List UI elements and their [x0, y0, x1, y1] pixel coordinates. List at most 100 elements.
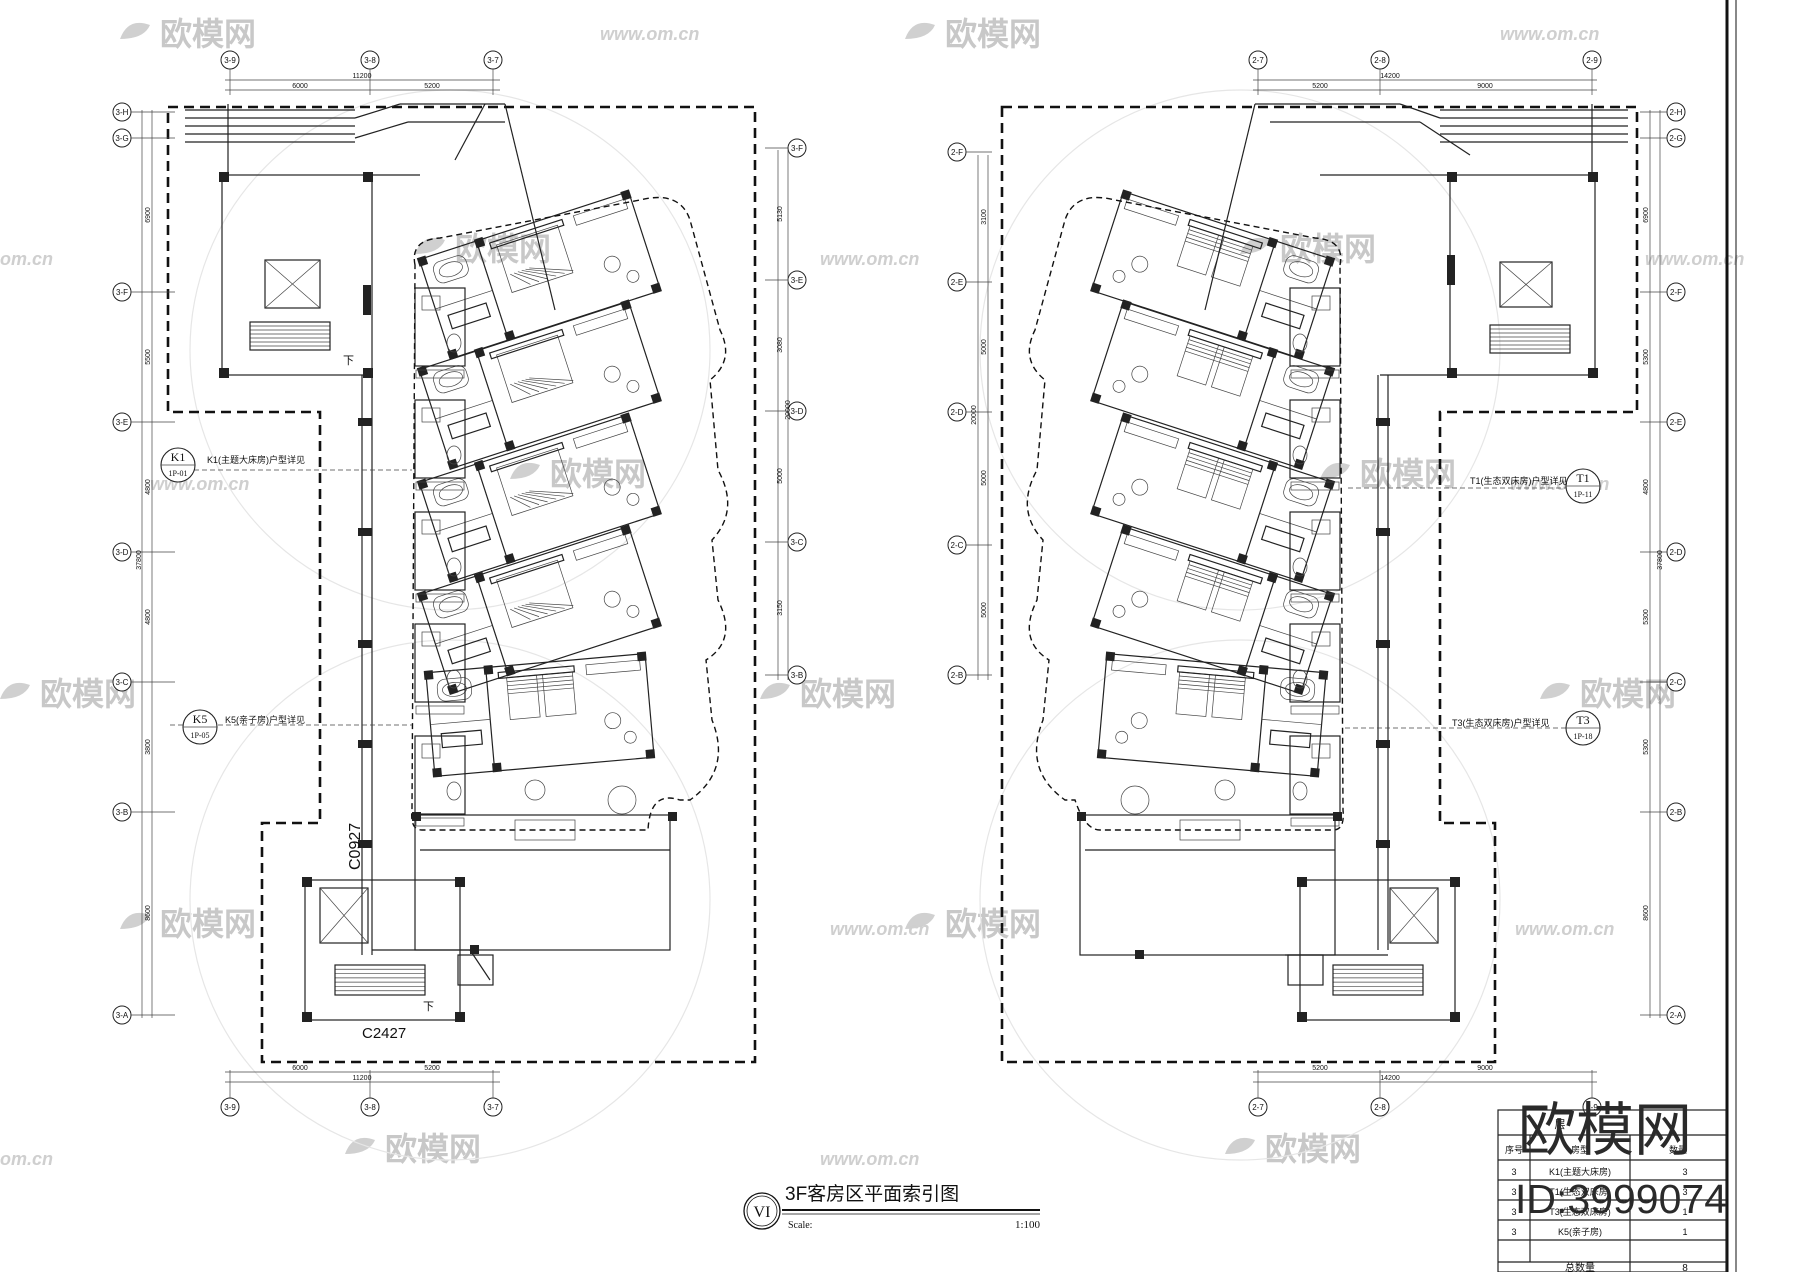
grid-bubble-bottom: 2-8: [1370, 1097, 1390, 1117]
left-boundary: [166, 105, 757, 1064]
watermark-url: www.om.cn: [820, 249, 919, 269]
grid-bubble-bottom: 3-7: [483, 1097, 503, 1117]
guest-room-module: [416, 299, 662, 471]
grid-bubble-top: 2-8: [1370, 50, 1390, 70]
grid-bubble-top: 2-9: [1582, 50, 1602, 70]
watermark-url: www.om.cn: [150, 474, 249, 494]
dimension-label: 11200: [353, 1075, 372, 1082]
callout-k5-code: K5: [193, 712, 208, 726]
callout-t3-code: T3: [1576, 713, 1589, 727]
left-core-lower: [302, 877, 465, 1022]
svg-text:3-A: 3-A: [116, 1011, 129, 1020]
svg-text:K5(亲子房): K5(亲子房): [1558, 1226, 1602, 1237]
svg-text:2-7: 2-7: [1252, 1103, 1264, 1112]
dimension-label: 3080: [777, 337, 784, 353]
watermark-brand: 欧模网: [160, 906, 256, 942]
right-plan: [1000, 103, 1639, 1064]
table-group-label: 层: [1555, 1118, 1566, 1131]
table-total-value: 8: [1682, 1263, 1688, 1272]
svg-text:3: 3: [1511, 1167, 1516, 1177]
grid-bubble-side: 3-G: [112, 128, 132, 148]
left-top-terrace: [185, 103, 505, 175]
svg-text:1: 1: [1682, 1227, 1687, 1237]
svg-text:2-E: 2-E: [951, 278, 963, 287]
grid-bubble-bottom: 3-9: [220, 1097, 240, 1117]
svg-text:2-B: 2-B: [951, 671, 963, 680]
right-core-upper: [1320, 172, 1598, 378]
svg-text:3-E: 3-E: [116, 418, 128, 427]
grid-bubble-side: 3-D: [112, 542, 132, 562]
grid-bubble-left: 2-D: [947, 402, 967, 422]
svg-text:2-D: 2-D: [951, 408, 964, 417]
callout-k1-sub: 1P-01: [168, 469, 187, 478]
grid-bubble-right: 3-B: [787, 665, 807, 685]
left-room-cluster-outline: [411, 196, 729, 831]
grid-bubble-top: 3-9: [220, 50, 240, 70]
callout-k1: K1 1P-01 K1(主题大床房)户型详见: [160, 447, 412, 483]
dimension-label: 5200: [424, 1065, 440, 1072]
svg-text:2-E: 2-E: [1670, 418, 1682, 427]
watermark-brand: 欧模网: [1360, 456, 1456, 492]
grid-bubble-left: 2-C: [947, 535, 967, 555]
svg-text:2-A: 2-A: [1670, 1011, 1683, 1020]
title-text: 3F客房区平面索引图: [785, 1183, 959, 1205]
svg-text:3-D: 3-D: [791, 407, 804, 416]
grid-bubble-right: 3-E: [787, 270, 807, 290]
grid-bubble-side: 2-B: [1666, 802, 1686, 822]
watermark-url: www.om.cn: [1645, 249, 1744, 269]
watermark-logo-icon: [905, 912, 935, 929]
right-top-terrace: [1255, 103, 1628, 175]
dimension-label: 6900: [1643, 207, 1650, 223]
watermark-logo-icon: [415, 237, 445, 254]
watermark-brand: 欧模网: [800, 676, 896, 712]
watermark-brand: 欧模网: [945, 906, 1041, 942]
left-lower-lobby: [372, 779, 677, 986]
grid-bubble-side: 3-E: [112, 412, 132, 432]
dimension-label: 3150: [777, 600, 784, 616]
grid-bubble-bottom: 2-7: [1248, 1097, 1268, 1117]
dimension-label: 6900: [145, 207, 152, 223]
grid-bubble-side: 3-A: [112, 1005, 132, 1025]
guest-room-module: [416, 189, 662, 361]
watermark-logo-icon: [905, 22, 935, 39]
svg-text:3-F: 3-F: [116, 288, 128, 297]
watermark-url: www.om.cn: [600, 24, 699, 44]
watermark-brand: 欧模网: [1580, 676, 1676, 712]
dimension-label: 9000: [1477, 83, 1493, 90]
watermark-brand: 欧模网: [455, 231, 551, 267]
callout-t3-text: T3(生态双床房)户型详见: [1452, 717, 1550, 728]
brand-watermark-id: ID:3999074: [1515, 1176, 1727, 1222]
left-corridor: [358, 375, 373, 955]
watermark-arc: [189, 639, 711, 1161]
svg-text:3-C: 3-C: [116, 678, 129, 687]
grid-bubble-top: 3-7: [483, 50, 503, 70]
callout-k1-text: K1(主题大床房)户型详见: [207, 454, 305, 465]
watermark-brand: 欧模网: [385, 1131, 481, 1167]
watermark-url: www.om.cn: [1500, 24, 1599, 44]
grid-bubble-right: 3-F: [787, 138, 807, 158]
dimension-label: 5200: [424, 83, 440, 90]
grid-bubble-left: 2-E: [947, 272, 967, 292]
grid-bubble-side: 3-H: [112, 102, 132, 122]
watermark-brand: 欧模网: [160, 16, 256, 52]
grid-bubble-right: 3-C: [787, 532, 807, 552]
drawing-title: VI 3F客房区平面索引图 Scale: 1:100: [743, 1183, 1040, 1231]
svg-text:2-D: 2-D: [1670, 548, 1683, 557]
grid-bubble-side: 3-C: [112, 672, 132, 692]
right-room-modules: [1090, 189, 1341, 827]
grid-bubble-side: 2-F: [1666, 282, 1686, 302]
grid-bubble-left: 2-B: [947, 665, 967, 685]
dimension-label: 4800: [145, 479, 152, 495]
callout-t3: T3 1P-18 T3(生态双床房)户型详见: [1345, 710, 1601, 746]
watermark-logo-icon: [1540, 682, 1570, 699]
svg-text:2-C: 2-C: [951, 541, 964, 550]
svg-text:3: 3: [1511, 1227, 1516, 1237]
svg-text:3-D: 3-D: [116, 548, 129, 557]
svg-text:2-8: 2-8: [1374, 56, 1386, 65]
right-boundary: [1000, 105, 1639, 1064]
guest-room-module: [423, 651, 656, 778]
svg-text:1: 1: [1682, 1207, 1687, 1217]
